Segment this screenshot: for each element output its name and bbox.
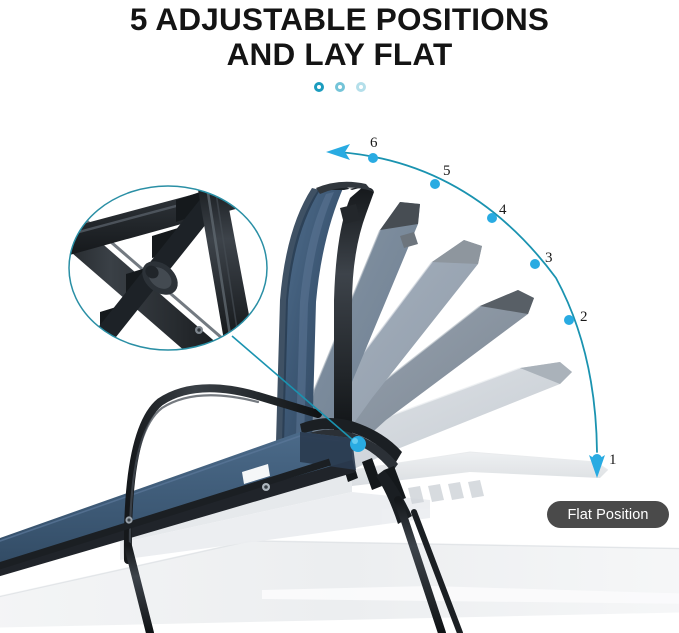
page-title-line-1: 5 ADJUSTABLE POSITIONS	[129, 1, 550, 37]
arc-label-3: 3	[545, 250, 553, 266]
arc-dot-5	[430, 179, 440, 189]
flat-position-label: Flat Position	[567, 506, 649, 523]
callout-leader-line	[231, 335, 355, 442]
arc-dots	[368, 153, 602, 464]
arc-dot-2	[564, 315, 574, 325]
backrest-upright-main	[276, 181, 374, 446]
chair-frame	[0, 384, 463, 633]
header-block: 5 ADJUSTABLE POSITIONS AND LAY FLAT	[0, 0, 679, 100]
flat-position-badge: Flat Position	[547, 501, 669, 528]
arc-label-5: 5	[443, 163, 451, 179]
floor-plane	[0, 540, 679, 628]
pager-dots	[0, 82, 679, 92]
arc-label-4: 4	[499, 202, 507, 218]
pager-dot-2[interactable]	[334, 82, 345, 92]
pager-dot-1[interactable]	[313, 82, 324, 92]
arc-dot-6	[368, 153, 378, 163]
arc-label-6: 6	[370, 135, 378, 151]
arc-dot-1	[592, 454, 602, 464]
arc-dot-3	[530, 259, 540, 269]
page-title-line-2: AND LAY FLAT	[226, 36, 453, 72]
callout-detail-circle	[68, 185, 268, 351]
pivot-highlight-dot	[350, 436, 366, 452]
pager-dot-3[interactable]	[355, 82, 366, 92]
arc-dot-4	[487, 213, 497, 223]
arc-label-1: 1	[609, 452, 617, 468]
arc-label-2: 2	[580, 309, 588, 325]
